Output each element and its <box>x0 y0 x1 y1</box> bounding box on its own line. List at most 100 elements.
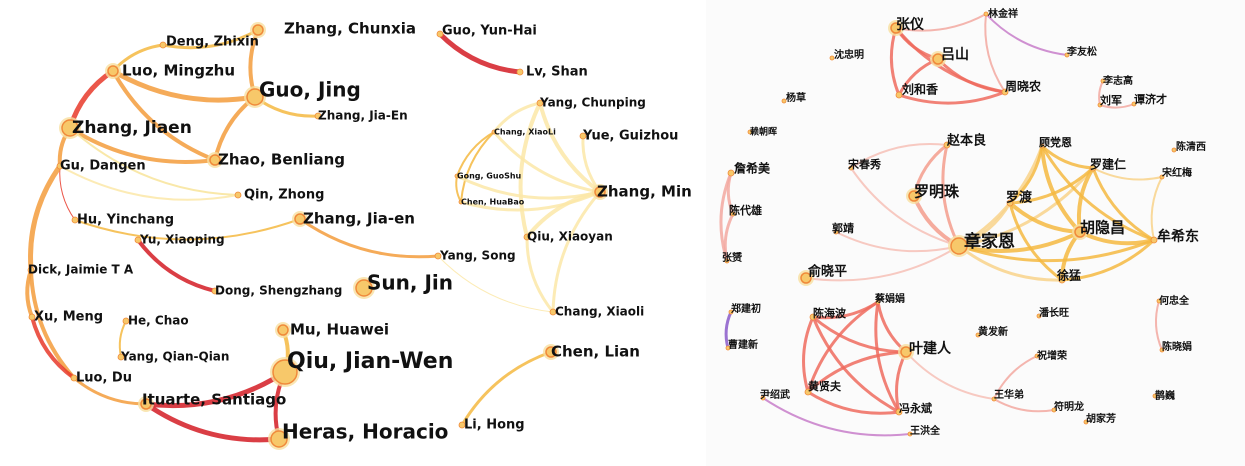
node-circle <box>355 279 373 297</box>
right-network-node-pan-changwang <box>1036 313 1042 319</box>
left-network-node-guo-jing <box>244 86 266 108</box>
left-network-edge-xu-meng-luo-du <box>30 315 76 380</box>
left-network-edge-zhang-jiaen-zhao-benliang <box>68 126 217 164</box>
left-network-label-guo-yunhai: Guo, Yun-Hai <box>442 24 537 39</box>
right-network-node-zhan-ximei <box>727 169 735 177</box>
right-network-edge-chen-haibo-feng-yongbin <box>811 315 901 414</box>
right-network-edge-yin-shaowu-wang-hongquan <box>762 397 911 437</box>
node-circle <box>875 299 881 305</box>
right-network-edge-zhan-ximei-zhang-yun <box>719 171 733 263</box>
right-network-label-zhu-zengrong: 祝增荣 <box>1037 349 1067 362</box>
right-network-node-cao-jianxin <box>725 345 731 351</box>
right-network-edge-zhang-jiaen-mou-xidong <box>957 238 1156 263</box>
node-circle <box>900 346 912 358</box>
right-network-label-hu-yinchang: 胡隐昌 <box>1080 219 1125 237</box>
node-circle <box>454 173 460 179</box>
right-network-label-chen-xiaojuan: 陈晓娟 <box>1162 340 1192 353</box>
right-network-edge-song-hongmei-mou-xidong <box>1150 176 1163 241</box>
right-network-label-lin-jinxiang: 林金祥 <box>988 7 1018 20</box>
node-circle <box>848 165 854 171</box>
right-network-node-luo-du <box>1006 199 1014 207</box>
right-network-node-liu-hexiang <box>895 91 903 99</box>
left-network-node-yu-xiaoping <box>134 236 142 244</box>
left-network-edge-chang-xiaoli-s-zhang-min <box>492 130 602 194</box>
left-network-node-zhang-jiaen3 <box>292 211 308 227</box>
left-network-label-dick-jaimie: Dick, Jaimie T A <box>28 263 134 277</box>
right-network-node-mou-xidong <box>1150 236 1158 244</box>
right-network-node-lin-jinxiang <box>983 11 989 17</box>
node-circle <box>890 22 902 34</box>
right-network-node-song-chunxiu <box>848 165 854 171</box>
node-circle <box>809 313 817 321</box>
left-network-node-luo-mingzhu <box>105 63 121 79</box>
left-network-edge-yang-song-chang-xiaoli <box>437 255 554 313</box>
right-network-label-zhang-yi: 张仪 <box>896 17 925 33</box>
right-network-label-yin-shaowu: 尹绍武 <box>760 388 790 401</box>
node-circle <box>833 229 839 235</box>
right-panel-background <box>706 0 1245 466</box>
left-network-label-qin-zhong: Qin, Zhong <box>244 188 324 203</box>
left-network-label-hu-yinchang: Hu, Yinchang <box>77 213 174 228</box>
left-network-label-qiu-jianwen: Qiu, Jian-Wen <box>287 349 453 374</box>
right-network-node-luo-mingzhu <box>906 188 922 204</box>
left-network-label-chen-lian: Chen, Lian <box>551 343 640 361</box>
right-network-edge-luo-jianren-song-hongmei <box>1092 167 1163 181</box>
node-circle <box>975 332 981 338</box>
right-network-edge-zhao-benliang-song-chunxiu <box>850 143 948 169</box>
right-network-label-yang-cao: 杨草 <box>786 91 806 104</box>
right-network-label-lv-shan: 吕山 <box>941 47 969 63</box>
node-circle <box>829 55 835 61</box>
right-network-node-huang-faxin <box>975 332 981 338</box>
right-network-node-chen-qingxi <box>1171 147 1177 153</box>
right-network-label-feng-yongbin: 冯永斌 <box>899 401 932 415</box>
left-network-label-mu-huawei: Mu, Huawei <box>290 321 389 339</box>
right-network-edge-zheng-jianchu-cao-jianxin <box>724 310 733 350</box>
node-circle <box>434 252 442 260</box>
node-circle <box>1001 88 1009 96</box>
right-network-label-ye-jianren: 叶建人 <box>909 340 952 357</box>
right-network-edge-guo-jing-zhang-jiaen <box>835 231 960 253</box>
left-network-label-sun-jin: Sun, Jin <box>367 271 453 295</box>
node-circle <box>523 233 531 241</box>
node-circle <box>907 431 913 437</box>
right-network-edge-liu-hexiang-zhou-xiaonong <box>897 90 1007 105</box>
right-network-label-wang-hongquan: 王洪全 <box>910 424 941 437</box>
right-network-label-li-zhigao: 李志高 <box>1102 74 1133 87</box>
node-circle <box>209 154 221 166</box>
left-network-label-zhao-benliang: Zhao, Benliang <box>218 151 345 169</box>
right-network-label-chen-daixiong: 陈代雄 <box>729 203 762 217</box>
right-network-node-tan-jicai <box>1131 101 1137 107</box>
right-network-node-hu-yinchang <box>1072 224 1088 240</box>
left-network-node-yang-qianqian <box>117 353 125 361</box>
right-network-label-chen-haibo: 陈海波 <box>813 306 847 320</box>
node-circle <box>1171 147 1177 153</box>
left-network-edge-chang-xiaoli-s-chen-huabao <box>460 131 495 203</box>
right-network-label-cao-jianxin: 曹建新 <box>728 338 758 351</box>
node-circle <box>760 395 766 401</box>
left-network-node-li-hong <box>458 421 466 429</box>
right-network-node-yang-cao <box>781 98 787 104</box>
right-network-edge-chen-haibo-huang-xianfu <box>802 315 815 394</box>
node-circle <box>458 421 466 429</box>
node-circle <box>724 258 730 264</box>
node-circle <box>458 199 464 205</box>
left-network-node-gu-dangen <box>56 162 64 170</box>
node-circle <box>252 24 264 36</box>
node-circle <box>246 88 264 106</box>
right-network-node-chen-xiaojuan <box>1159 347 1165 353</box>
left-network-edge-guo-yunhai-lv-shan <box>437 31 523 75</box>
right-network-label-gu-dangen: 顾党恩 <box>1039 135 1072 149</box>
left-network-label-chen-huabao: Chen, HuaBao <box>461 198 525 207</box>
node-circle <box>122 317 130 325</box>
left-network-label-lv-shan: Lv, Shan <box>526 65 588 80</box>
left-network-edge-yu-xiaoping-dong-shengzhang <box>136 238 217 293</box>
right-network-edge-lin-jinxiang-li-yousong <box>985 13 1068 56</box>
left-network-node-chang-xiaoli <box>549 308 557 316</box>
left-network-label-yang-song: Yang, Song <box>439 249 516 263</box>
right-network-label-guo-jing: 郭靖 <box>832 221 854 235</box>
node-circle <box>1100 78 1106 84</box>
left-network-label-ituarte: Ituarte, Santiago <box>142 391 286 409</box>
node-circle <box>211 287 219 295</box>
right-network-label-luo-mingzhu: 罗明珠 <box>914 183 960 201</box>
node-circle <box>107 65 119 77</box>
